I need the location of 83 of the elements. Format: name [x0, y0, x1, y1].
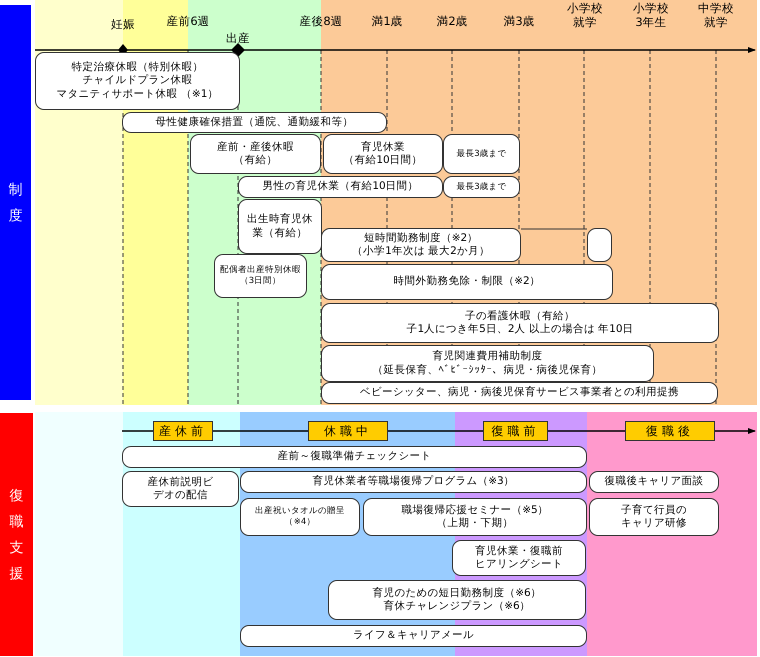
program-box [240, 625, 587, 647]
program-text: チャイルドプラン休暇 [82, 74, 192, 88]
program-text: 最長3歳まで [456, 148, 507, 160]
program-text: 育児関連費用補助制度 [432, 350, 542, 364]
timeline-tick-label: 産後8週 [298, 15, 344, 29]
phase-name: 復職後 [646, 424, 694, 438]
section-title: 制度 [8, 180, 23, 226]
program-text: 育児休業・復職前 [475, 544, 563, 558]
program-box [214, 254, 307, 298]
program-text: マタニティサポート休暇 （※1） [56, 88, 218, 101]
program-text: 特定治療休暇（特別休暇） [72, 61, 204, 74]
program-text: 産前・産後休暇 [217, 140, 294, 154]
program-text: 短時間勤務制度（※2） [364, 232, 478, 245]
program-text: 母性健康確保措置（通院、通勤緩和等） [156, 116, 354, 130]
empty-box [587, 228, 612, 262]
program-box [122, 112, 387, 133]
program-text: 産休前説明ビデオの配信 [146, 476, 214, 502]
program-box [321, 264, 613, 300]
program-box [240, 498, 360, 536]
program-text: 育児のための短日勤務制度（※6） [372, 586, 542, 600]
program-text: 子の看護休暇（有給） [465, 310, 575, 323]
program-box [452, 540, 586, 576]
phase-tag [308, 421, 388, 441]
timeline-tick-label: 満2歳 [435, 15, 469, 29]
program-box [238, 199, 322, 254]
timeline-tick-label: 出産 [225, 32, 251, 46]
phase-name: 復職前 [492, 424, 540, 438]
timeline-tick-label: 妊娠 [110, 18, 136, 32]
program-box [122, 471, 239, 507]
program-text: （上期・下期） [436, 517, 514, 530]
program-text: 職場復帰応援セミナー（※5） [401, 504, 549, 517]
phase-tag [483, 421, 548, 441]
program-text: 配偶者出産特別休暇 [220, 265, 301, 276]
program-text: 育児休業 [361, 140, 405, 154]
section-title: 復職支援 [9, 486, 24, 584]
program-text: 育児休業者等職場復帰プログラム（※3） [312, 475, 515, 489]
program-box [589, 471, 719, 493]
timeline-tick-label: 小学校3年生 [632, 2, 670, 30]
program-text: （延長保育、ﾍﾞﾋﾞｰｼｯﾀｰ、病児・病後児保育） [372, 364, 602, 377]
program-box [589, 498, 719, 536]
program-text: （3日間） [240, 276, 282, 287]
phase-tag [153, 421, 213, 441]
program-text: 男性の育児休業（有給10日間） [262, 180, 419, 194]
timeline-tick-label: 産前6週 [165, 15, 211, 29]
connector-line [520, 228, 588, 230]
timeline-tick-label: 小学校就学 [566, 2, 604, 30]
program-text: （有給10日間） [343, 154, 423, 168]
section-bar [0, 5, 31, 400]
program-text: 時間外勤務免除・制限（※2） [393, 275, 541, 289]
program-text: 産前～復職準備チェックシート [278, 450, 432, 464]
program-text: 出生時育児休業（有給） [246, 213, 314, 240]
phase-name: 休職中 [324, 424, 372, 438]
program-text: 育休チャレンジプラン（※6） [383, 600, 531, 614]
program-box [321, 382, 718, 404]
program-text: ベビーシッター、病児・病後児保育サービス事業者との利用提携 [360, 386, 679, 400]
program-box [122, 446, 587, 468]
phase-tag [625, 421, 715, 441]
program-text: ヒアリングシート [475, 558, 563, 572]
program-box [321, 303, 719, 343]
program-box [240, 471, 587, 493]
section-bar [0, 413, 33, 656]
timeline-tick-label: 満1歳 [370, 15, 404, 29]
program-text: （有給） [234, 154, 278, 168]
program-box [238, 176, 443, 198]
program-box [323, 134, 443, 174]
program-box [443, 176, 520, 198]
program-box [363, 498, 587, 536]
program-text: 出産祝いタオルの贈呈（※4） [254, 506, 346, 528]
program-text: 子育て行員のキャリア研修 [621, 504, 687, 530]
phase-name: 産休前 [159, 424, 207, 438]
program-text: 復職後キャリア面談 [604, 475, 704, 489]
program-text: ライフ＆キャリアメール [353, 629, 474, 643]
program-text: 子1人につき年5日、2人 以上の場合は 年10日 [406, 323, 634, 336]
program-box [328, 580, 586, 620]
program-box [35, 52, 240, 110]
program-text: 最長3歳まで [456, 182, 507, 192]
timeline-tick-label: 満3歳 [502, 15, 536, 29]
program-text: （小学1年次は 最大2か月） [352, 245, 490, 258]
program-box [443, 134, 520, 174]
program-box [190, 134, 321, 174]
program-box [321, 228, 521, 262]
program-box [321, 345, 654, 382]
timeline-tick-label: 中学校就学 [697, 2, 735, 30]
